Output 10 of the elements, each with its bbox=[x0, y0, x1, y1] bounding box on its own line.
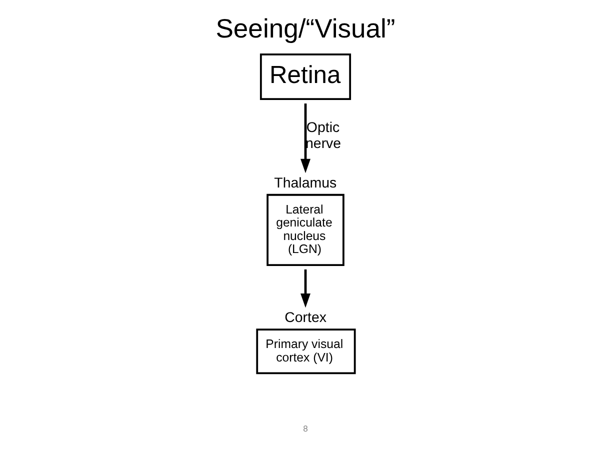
label: 8 bbox=[302, 424, 308, 434]
node-box: Lateral geniculate nucleus (LGN) bbox=[266, 194, 344, 266]
arrow bbox=[300, 104, 310, 174]
edge-label: Optic nerve bbox=[305, 120, 341, 152]
node-label: Cortex bbox=[284, 310, 326, 326]
arrow bbox=[300, 269, 310, 308]
node-box: Primary visual cortex (VI) bbox=[256, 328, 356, 374]
diagram-title: Seeing/“Visual” bbox=[215, 13, 395, 44]
node-label: Thalamus bbox=[274, 175, 336, 192]
node-box: Retina bbox=[259, 54, 351, 100]
